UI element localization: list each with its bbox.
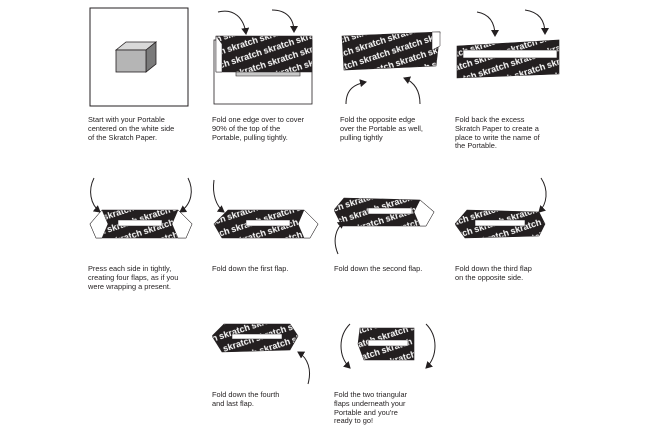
- folded-paper: [456, 39, 560, 79]
- step-7-caption: Fold down the second flap.: [334, 264, 423, 273]
- portable-block: [114, 41, 158, 73]
- step-8-caption: Fold down the third flap on the opposite…: [455, 264, 532, 282]
- step-7-illustration: [334, 174, 462, 284]
- fold-arrow: [334, 221, 345, 255]
- side-flap: [297, 209, 319, 239]
- step-5-caption: Press each side in tightly, creating fou…: [88, 264, 179, 291]
- step-1-caption: Start with your Portable centered on the…: [88, 115, 175, 142]
- side-flap: [171, 209, 193, 239]
- step-2-caption: Fold one edge over to cover 90% of the t…: [212, 115, 305, 142]
- fold-arrow: [213, 179, 225, 213]
- step-4-illustration: [455, 6, 583, 116]
- fold-arrow: [179, 177, 192, 213]
- fold-arrow: [524, 9, 549, 35]
- name-label-space: [462, 49, 558, 59]
- fold-arrow: [476, 11, 499, 37]
- fold-arrow: [345, 79, 367, 105]
- side-flap: [413, 199, 435, 227]
- name-label-space: [245, 219, 291, 227]
- name-label-space: [474, 219, 526, 227]
- fold-arrow: [90, 177, 101, 213]
- folded-paper: [341, 31, 441, 71]
- step-6-illustration: [212, 174, 340, 284]
- step-2-illustration: [212, 6, 340, 116]
- step-10-caption: Fold the two triangular flaps underneath…: [334, 390, 408, 426]
- step-9-illustration: [212, 318, 340, 428]
- folded-edge: [215, 35, 313, 73]
- fold-arrow: [340, 323, 351, 369]
- step-5-illustration: [88, 174, 216, 284]
- step-4-caption: Fold back the excess Skratch Paper to cr…: [455, 115, 540, 151]
- fold-arrow: [217, 10, 250, 35]
- name-label-space: [117, 219, 163, 227]
- fold-arrow: [538, 177, 547, 213]
- step-3-illustration: [340, 6, 468, 116]
- fold-arrow: [425, 323, 436, 369]
- step-10-illustration: [334, 318, 462, 428]
- name-label-space: [231, 333, 283, 340]
- step-1-illustration: [88, 6, 216, 116]
- name-label-space: [367, 339, 409, 347]
- fold-arrow: [271, 9, 298, 33]
- name-label-space: [367, 207, 413, 215]
- fold-arrow: [297, 351, 311, 385]
- step-9-caption: Fold down the fourth and last flap.: [212, 390, 280, 408]
- step-8-illustration: [455, 174, 583, 284]
- step-6-caption: Fold down the first flap.: [212, 264, 289, 273]
- step-3-caption: Fold the opposite edge over the Portable…: [340, 115, 423, 142]
- fold-arrow: [403, 76, 421, 105]
- side-flap: [89, 209, 109, 239]
